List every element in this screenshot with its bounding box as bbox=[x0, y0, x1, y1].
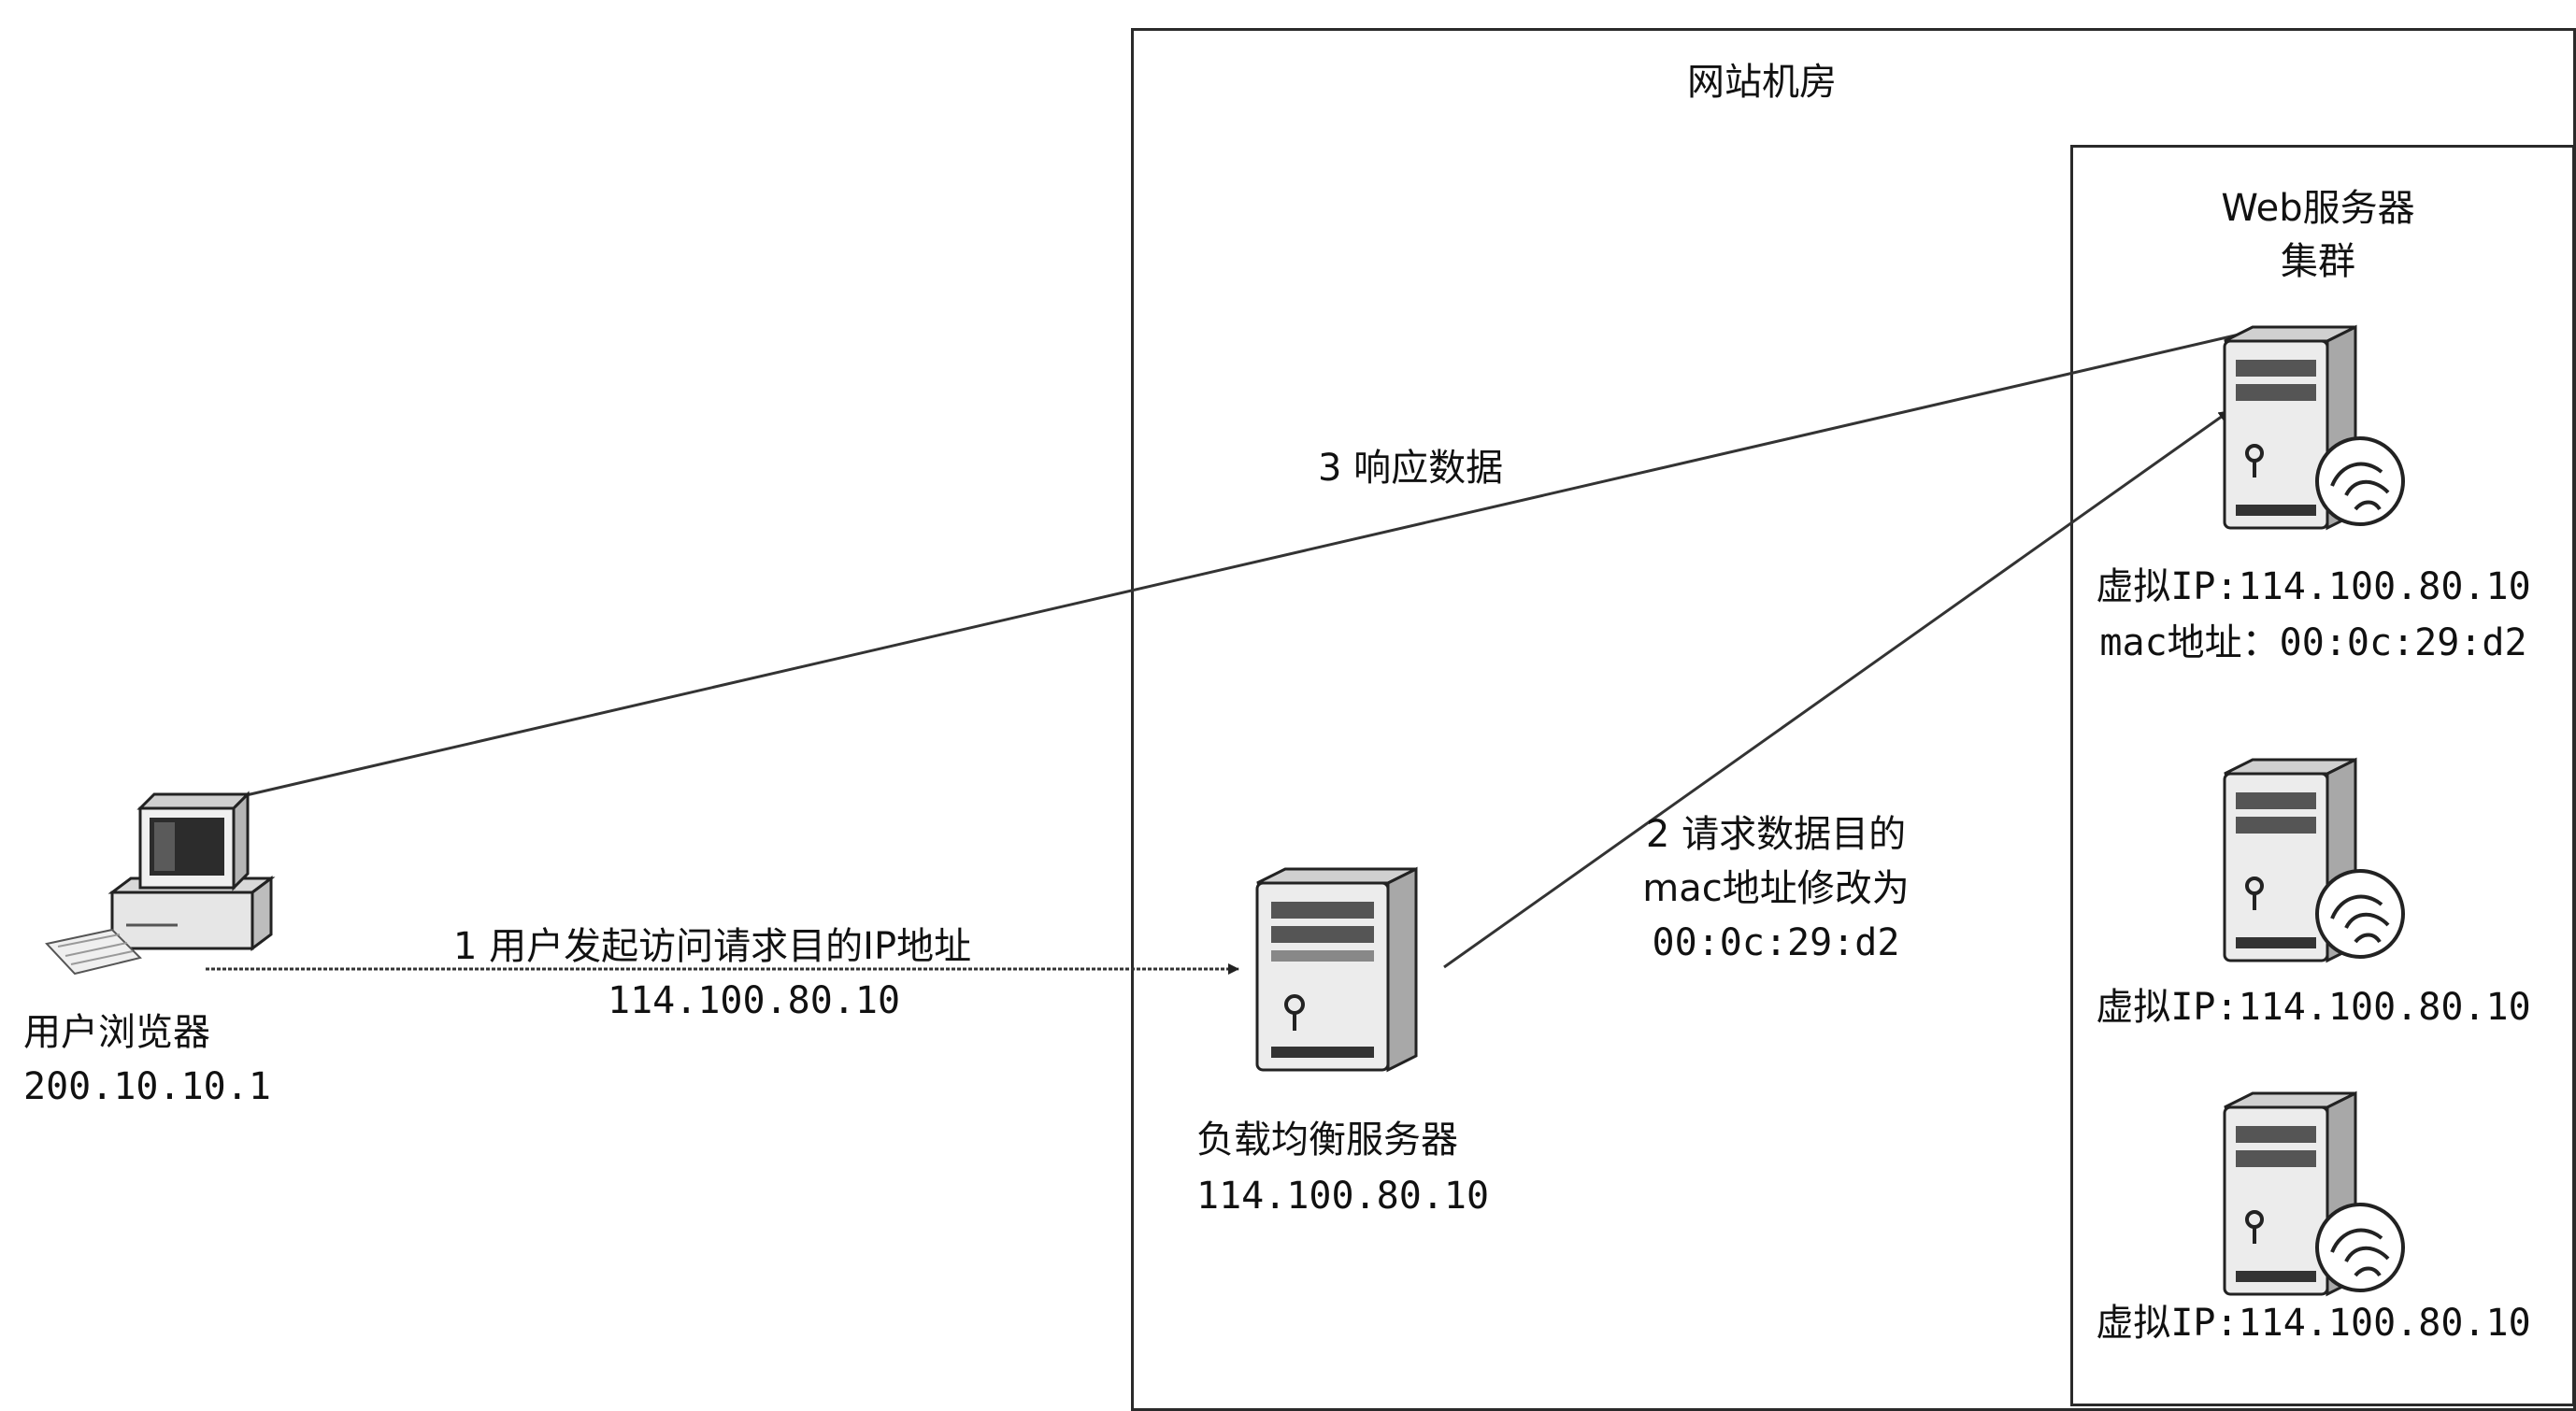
connection-arrows bbox=[177, 325, 2272, 975]
arrow-step3 bbox=[177, 325, 2272, 815]
step2-label-line2: mac地址修改为 bbox=[1642, 867, 1910, 910]
step1-label-line1: 1 用户发起访问请求目的IP地址 bbox=[453, 925, 972, 968]
web-server-2-vip: 虚拟IP:114.100.80.10 bbox=[2096, 986, 2531, 1029]
web-server-1-icon bbox=[2215, 322, 2411, 537]
step3-label: 3 响应数据 bbox=[1318, 447, 1504, 490]
step2-label-line1: 2 请求数据目的 bbox=[1645, 813, 1907, 856]
web-server-3-vip: 虚拟IP:114.100.80.10 bbox=[2096, 1302, 2531, 1345]
arrow-step2 bbox=[1443, 409, 2230, 969]
client-ip: 200.10.10.1 bbox=[23, 1065, 271, 1108]
datacenter-title: 网站机房 bbox=[1687, 61, 1837, 104]
web-server-1-mac: mac地址：00:0c:29:d2 bbox=[2099, 621, 2527, 664]
client-name: 用户浏览器 bbox=[23, 1011, 210, 1054]
web-server-2-icon bbox=[2215, 755, 2411, 970]
web-cluster-title-line1: Web服务器 bbox=[2221, 187, 2415, 230]
load-balancer-server-icon bbox=[1248, 864, 1444, 1079]
load-balancer-ip: 114.100.80.10 bbox=[1196, 1175, 1490, 1218]
step2-label-line3: 00:0c:29:d2 bbox=[1652, 921, 1900, 964]
web-server-1-vip: 虚拟IP:114.100.80.10 bbox=[2096, 565, 2531, 608]
client-computer-icon bbox=[37, 752, 280, 976]
load-balancer-name: 负载均衡服务器 bbox=[1196, 1119, 1458, 1162]
step1-label-line2: 114.100.80.10 bbox=[608, 979, 901, 1022]
web-server-3-icon bbox=[2215, 1089, 2411, 1304]
web-cluster-title-line2: 集群 bbox=[2281, 240, 2355, 283]
